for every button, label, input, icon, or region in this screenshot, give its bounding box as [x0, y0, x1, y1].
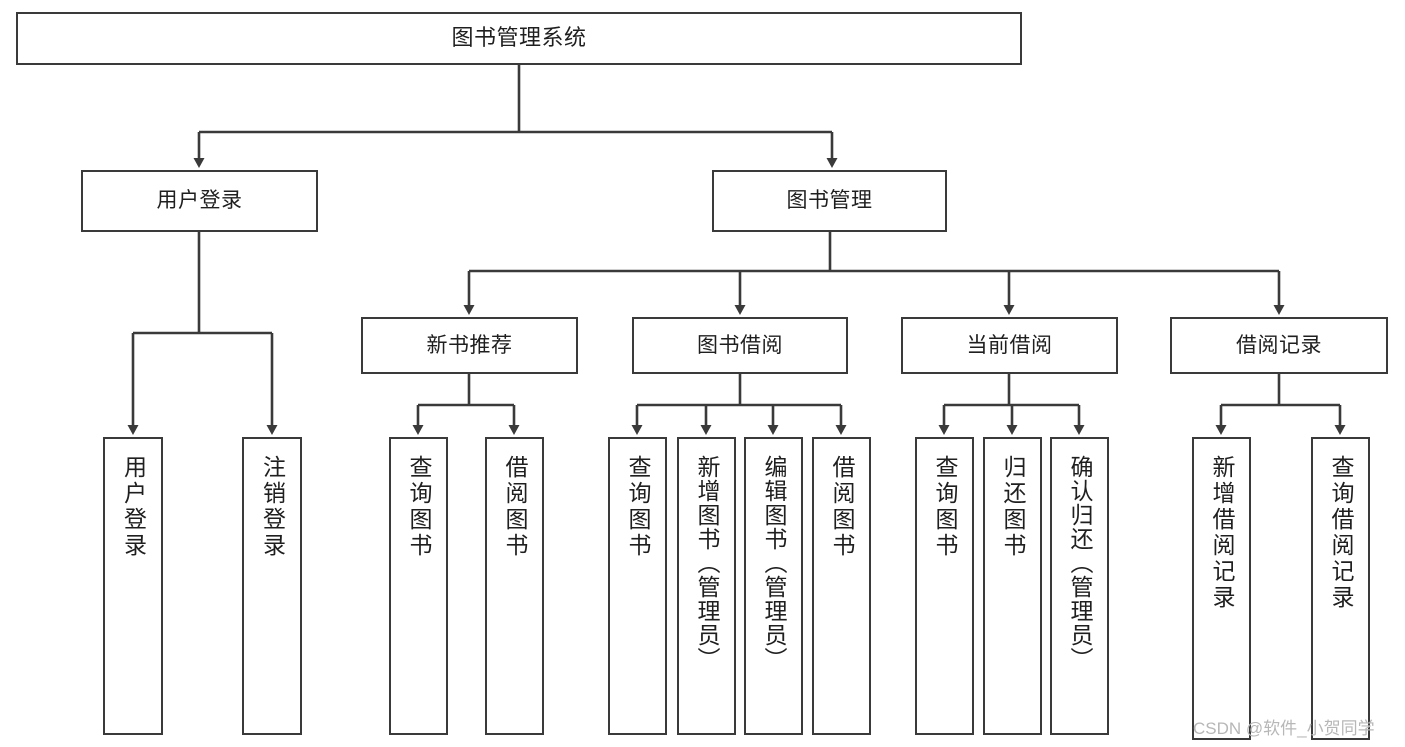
node-leaf-borrow-book-recommend[interactable]: 借阅图书: [485, 437, 544, 735]
node-current-borrow-label: 当前借阅: [966, 333, 1053, 357]
node-user-login[interactable]: 用户登录: [81, 170, 318, 232]
node-leaf-edit-book[interactable]: 编辑图书（管理员）: [744, 437, 803, 735]
node-leaf-add-book[interactable]: 新增图书（管理员）: [677, 437, 736, 735]
node-borrow-record-label: 借阅记录: [1236, 333, 1322, 357]
node-leaf-user-login[interactable]: 用户登录: [103, 437, 163, 735]
node-leaf-query-borrow-record-label: 查询借阅记录: [1328, 455, 1354, 611]
node-leaf-query-book-label: 查询图书: [625, 455, 651, 559]
node-book-manage[interactable]: 图书管理: [712, 170, 947, 232]
node-leaf-add-book-label: 新增图书（管理员）: [694, 455, 720, 671]
node-leaf-add-borrow-record-label: 新增借阅记录: [1209, 455, 1235, 611]
node-root-label: 图书管理系统: [451, 25, 587, 51]
node-leaf-user-logout-label: 注销登录: [259, 455, 286, 559]
node-book-borrow-label: 图书借阅: [697, 333, 783, 357]
node-leaf-confirm-return[interactable]: 确认归还（管理员）: [1050, 437, 1109, 735]
node-leaf-borrow-book-label: 借阅图书: [829, 455, 855, 559]
node-leaf-return-book-label: 归还图书: [1000, 455, 1026, 559]
node-leaf-borrow-book-recommend-label: 借阅图书: [502, 455, 528, 559]
node-leaf-query-book[interactable]: 查询图书: [608, 437, 667, 735]
node-leaf-query-book-recommend[interactable]: 查询图书: [389, 437, 448, 735]
node-book-borrow[interactable]: 图书借阅: [632, 317, 848, 374]
node-new-book-recommend-label: 新书推荐: [426, 333, 513, 357]
node-leaf-query-book-current-label: 查询图书: [932, 455, 958, 559]
node-leaf-borrow-book[interactable]: 借阅图书: [812, 437, 871, 735]
node-leaf-query-borrow-record[interactable]: 查询借阅记录: [1311, 437, 1370, 740]
node-leaf-query-book-recommend-label: 查询图书: [406, 455, 432, 559]
node-root[interactable]: 图书管理系统: [16, 12, 1022, 65]
node-leaf-query-book-current[interactable]: 查询图书: [915, 437, 974, 735]
node-leaf-edit-book-label: 编辑图书（管理员）: [761, 455, 787, 671]
node-current-borrow[interactable]: 当前借阅: [901, 317, 1118, 374]
csdn-watermark: CSDN @软件_小贺同学: [1193, 719, 1375, 738]
node-leaf-user-logout[interactable]: 注销登录: [242, 437, 302, 735]
node-new-book-recommend[interactable]: 新书推荐: [361, 317, 578, 374]
node-leaf-confirm-return-label: 确认归还（管理员）: [1067, 455, 1093, 671]
node-borrow-record[interactable]: 借阅记录: [1170, 317, 1388, 374]
node-leaf-return-book[interactable]: 归还图书: [983, 437, 1042, 735]
node-leaf-add-borrow-record[interactable]: 新增借阅记录: [1192, 437, 1251, 740]
node-user-login-label: 用户登录: [156, 189, 243, 213]
node-leaf-user-login-label: 用户登录: [120, 455, 147, 559]
node-book-manage-label: 图书管理: [786, 189, 873, 213]
